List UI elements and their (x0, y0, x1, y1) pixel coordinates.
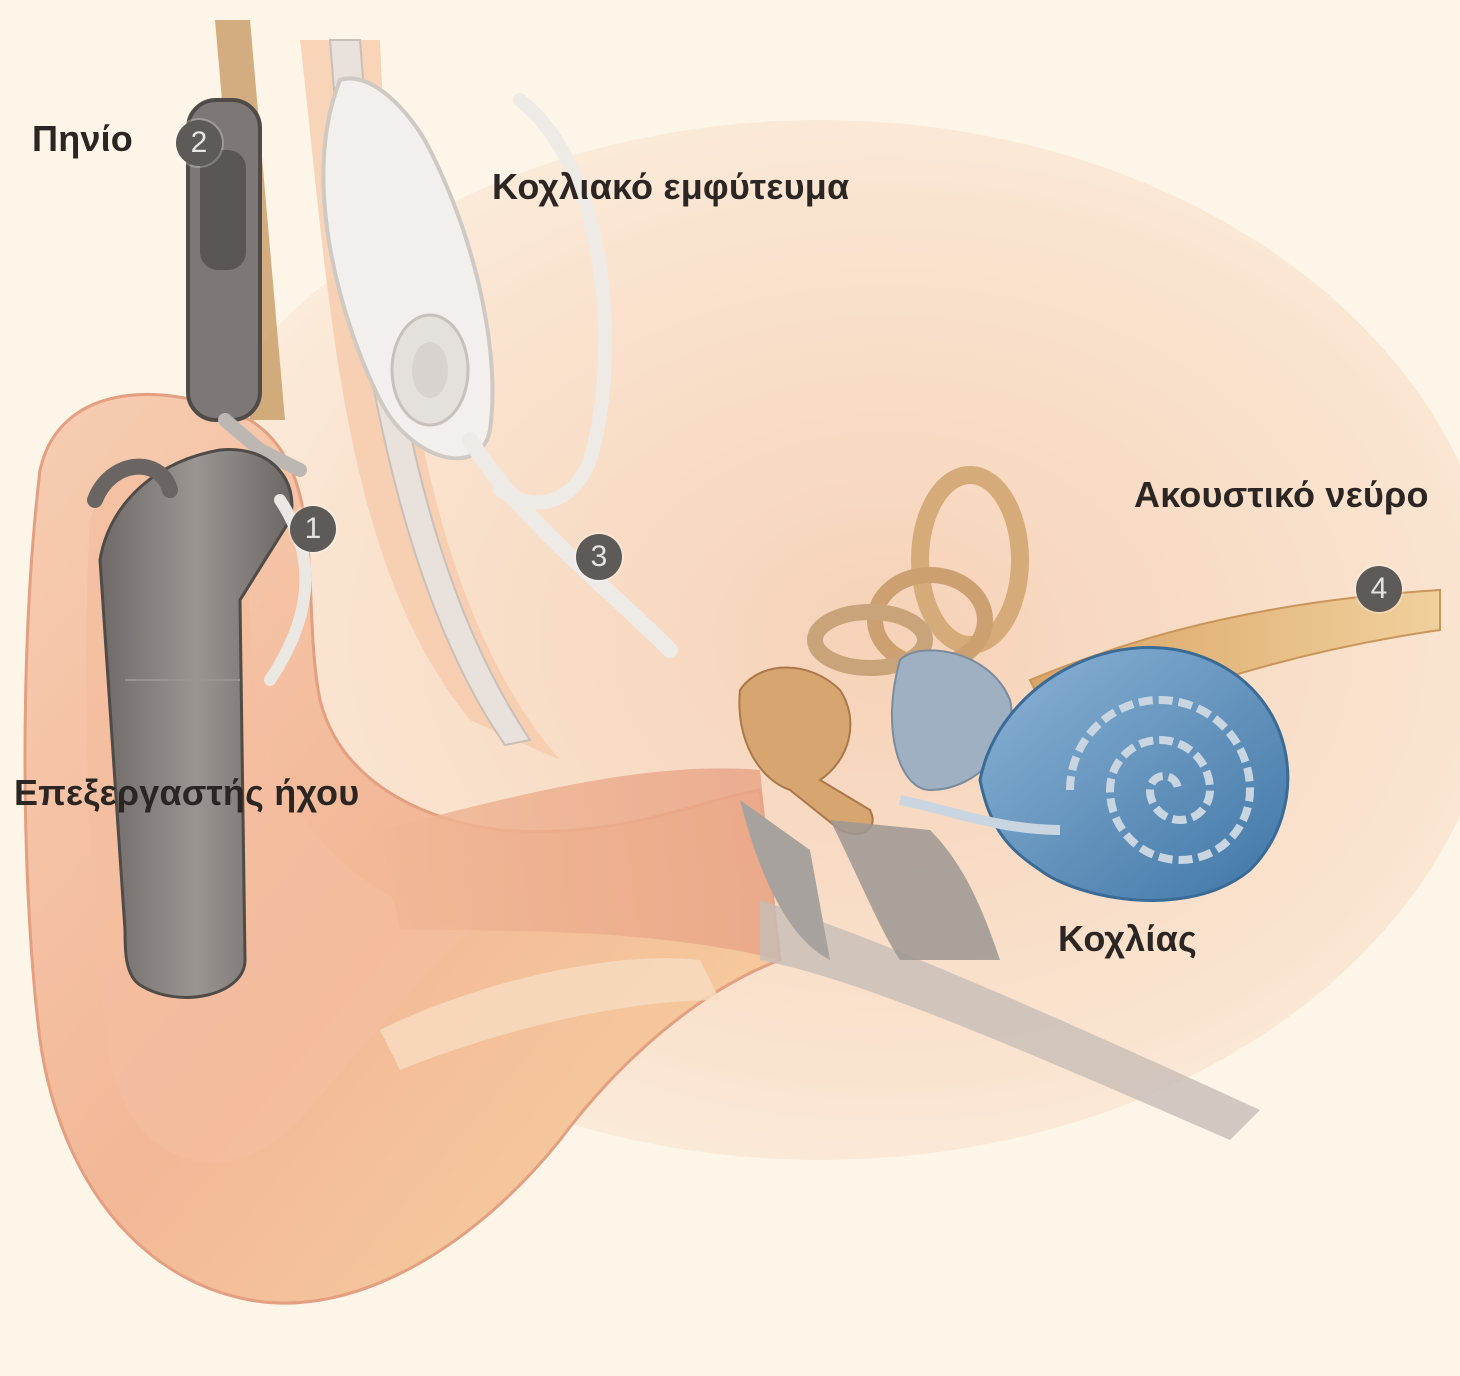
auditory-nerve-label: Ακουστικό νεύρο (1134, 474, 1429, 516)
coil-grip (200, 150, 246, 270)
cochlear-implant-label: Κοχλιακό εμφύτευμα (492, 166, 849, 208)
marker-1: 1 (290, 506, 336, 552)
sound-processor-label: Επεξεργαστής ήχου (14, 772, 359, 814)
marker-4: 4 (1356, 566, 1402, 612)
cochlea-label: Κοχλίας (1058, 918, 1197, 960)
implant-magnet-core (412, 342, 448, 398)
marker-2: 2 (176, 120, 222, 166)
marker-3: 3 (576, 534, 622, 580)
coil-label: Πηνίο (32, 118, 133, 160)
